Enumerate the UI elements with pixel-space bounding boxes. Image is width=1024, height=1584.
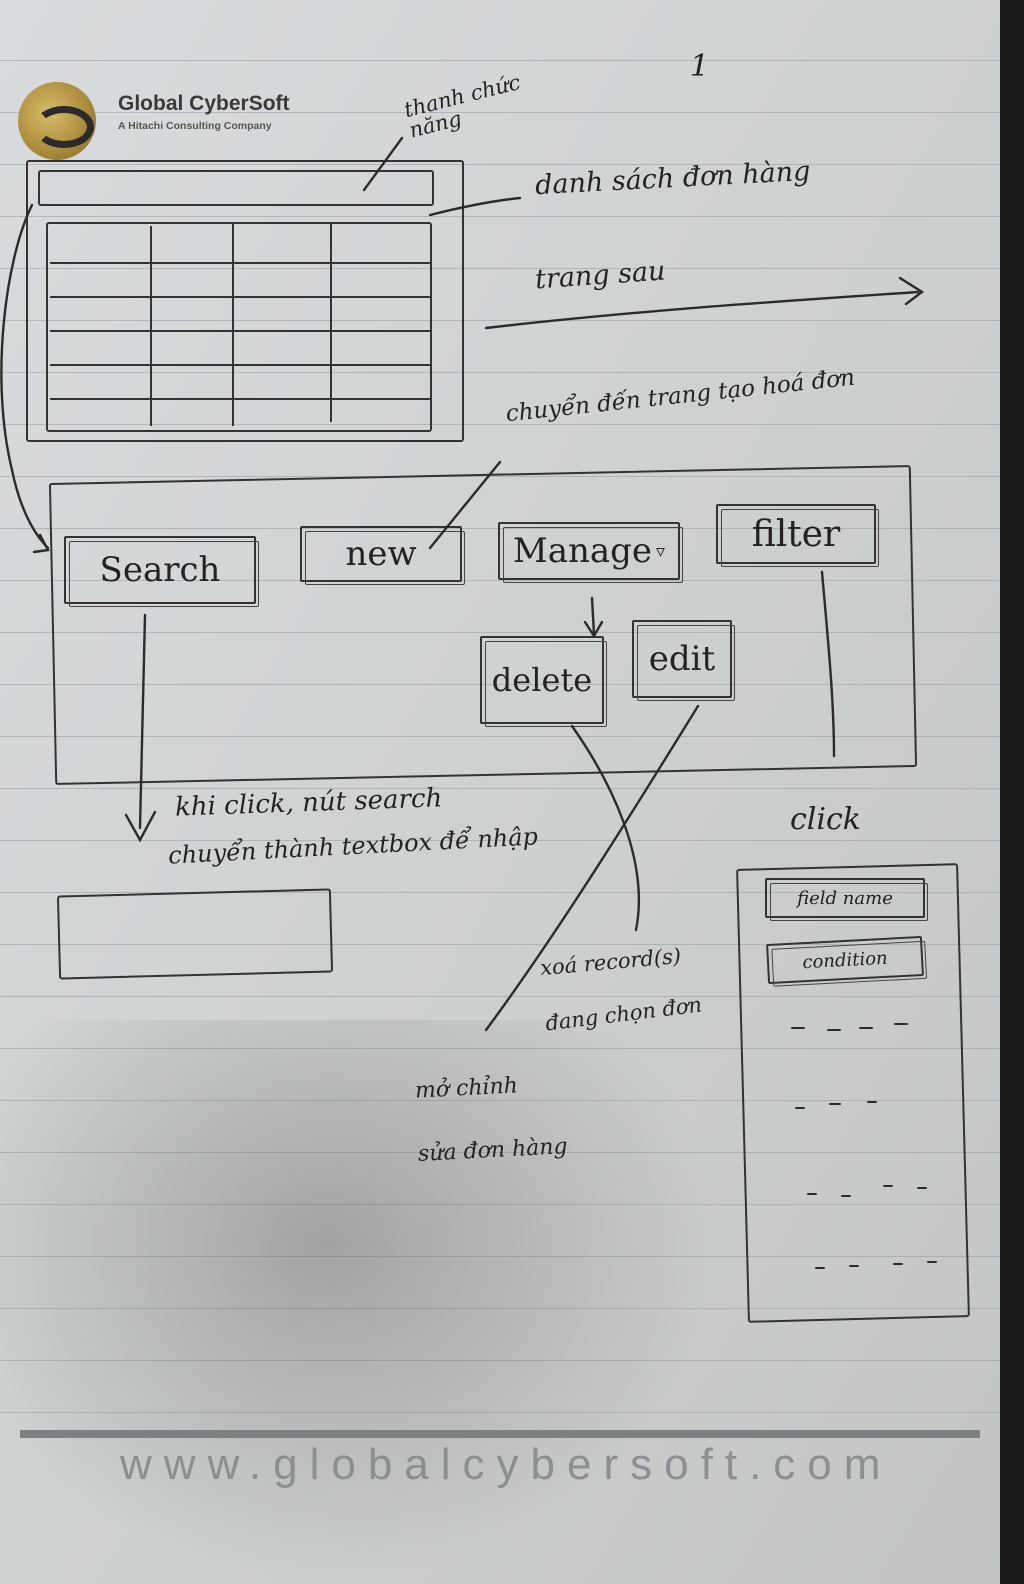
footer-url: www.globalcybersoft.com (120, 1440, 893, 1489)
ruled-line (0, 268, 1000, 269)
ruled-line (0, 372, 1000, 373)
condition-label: condition (801, 947, 889, 973)
manage-button-label: Manage (512, 531, 653, 571)
search-textbox[interactable] (56, 888, 334, 980)
table-row-divider (50, 262, 430, 264)
new-button[interactable]: new (300, 526, 465, 585)
ruled-line (0, 580, 1000, 581)
ruled-line (0, 1204, 1000, 1205)
logo-tagline: A Hitachi Consulting Company (118, 120, 272, 132)
filter-panel[interactable] (736, 863, 970, 1323)
edit-button-label: edit (648, 639, 716, 679)
field-name-field[interactable]: field name (765, 878, 928, 921)
search-click-note-line2: chuyển thành textbox để nhập (167, 822, 539, 870)
toolbar-bar[interactable] (38, 170, 434, 206)
table-row-divider (50, 296, 430, 298)
logo-mark-icon (18, 82, 96, 160)
filter-button-label: filter (751, 513, 841, 555)
ruled-line (0, 1412, 1000, 1413)
edit-button[interactable]: edit (632, 620, 735, 701)
next-page-note: trang sau (534, 255, 667, 296)
order-table[interactable] (46, 222, 432, 432)
search-click-note-line1: khi click, nút search (174, 783, 443, 823)
edit-note-line1: mở chỉnh (414, 1073, 519, 1104)
condition-field[interactable]: condition (766, 935, 924, 985)
table-row-divider (50, 364, 430, 366)
toolbar-note: thanh chức năng (401, 70, 523, 143)
search-button-label: Search (99, 550, 221, 590)
ruled-line (0, 1360, 1000, 1361)
new-button-label: new (345, 534, 417, 574)
field-name-label: field name (797, 887, 893, 909)
ruled-line (0, 164, 1000, 165)
footer-bar (20, 1430, 980, 1438)
ruled-line (0, 1152, 1000, 1153)
ruled-line (0, 1308, 1000, 1309)
table-column-divider (330, 222, 332, 422)
ruled-line (0, 424, 1000, 425)
notebook-page: Global CyberSoft A Hitachi Consulting Co… (0, 0, 1000, 1584)
page-number: 1 (690, 49, 710, 84)
page-edge (1000, 0, 1024, 1584)
delete-button-label: delete (491, 661, 593, 699)
ruled-line (0, 60, 1000, 61)
ruled-line (0, 1048, 1000, 1049)
go-to-create-note: chuyển đến trang tạo hoá đơn (504, 364, 857, 428)
search-button[interactable]: Search (64, 536, 259, 607)
company-logo: Global CyberSoft A Hitachi Consulting Co… (18, 82, 318, 162)
photo-shadow (0, 1020, 720, 1580)
delete-note-line1: xoá record(s) (539, 943, 682, 981)
table-column-divider (150, 226, 152, 426)
filter-button[interactable]: filter (716, 504, 879, 567)
delete-button[interactable]: delete (480, 636, 607, 727)
chevron-down-icon: ▿ (656, 540, 666, 562)
table-row-divider (50, 398, 430, 400)
ruled-line (0, 112, 1000, 113)
click-note: click (790, 802, 861, 837)
ruled-line (0, 1100, 1000, 1101)
table-column-divider (232, 224, 234, 426)
ruled-line (0, 216, 1000, 217)
manage-button[interactable]: Manage ▿ (498, 522, 683, 583)
ruled-line (0, 1256, 1000, 1257)
ruled-line (0, 684, 1000, 685)
logo-name: Global CyberSoft (118, 92, 290, 115)
table-row-divider (50, 330, 430, 332)
ruled-line (0, 788, 1000, 789)
ruled-line (0, 632, 1000, 633)
